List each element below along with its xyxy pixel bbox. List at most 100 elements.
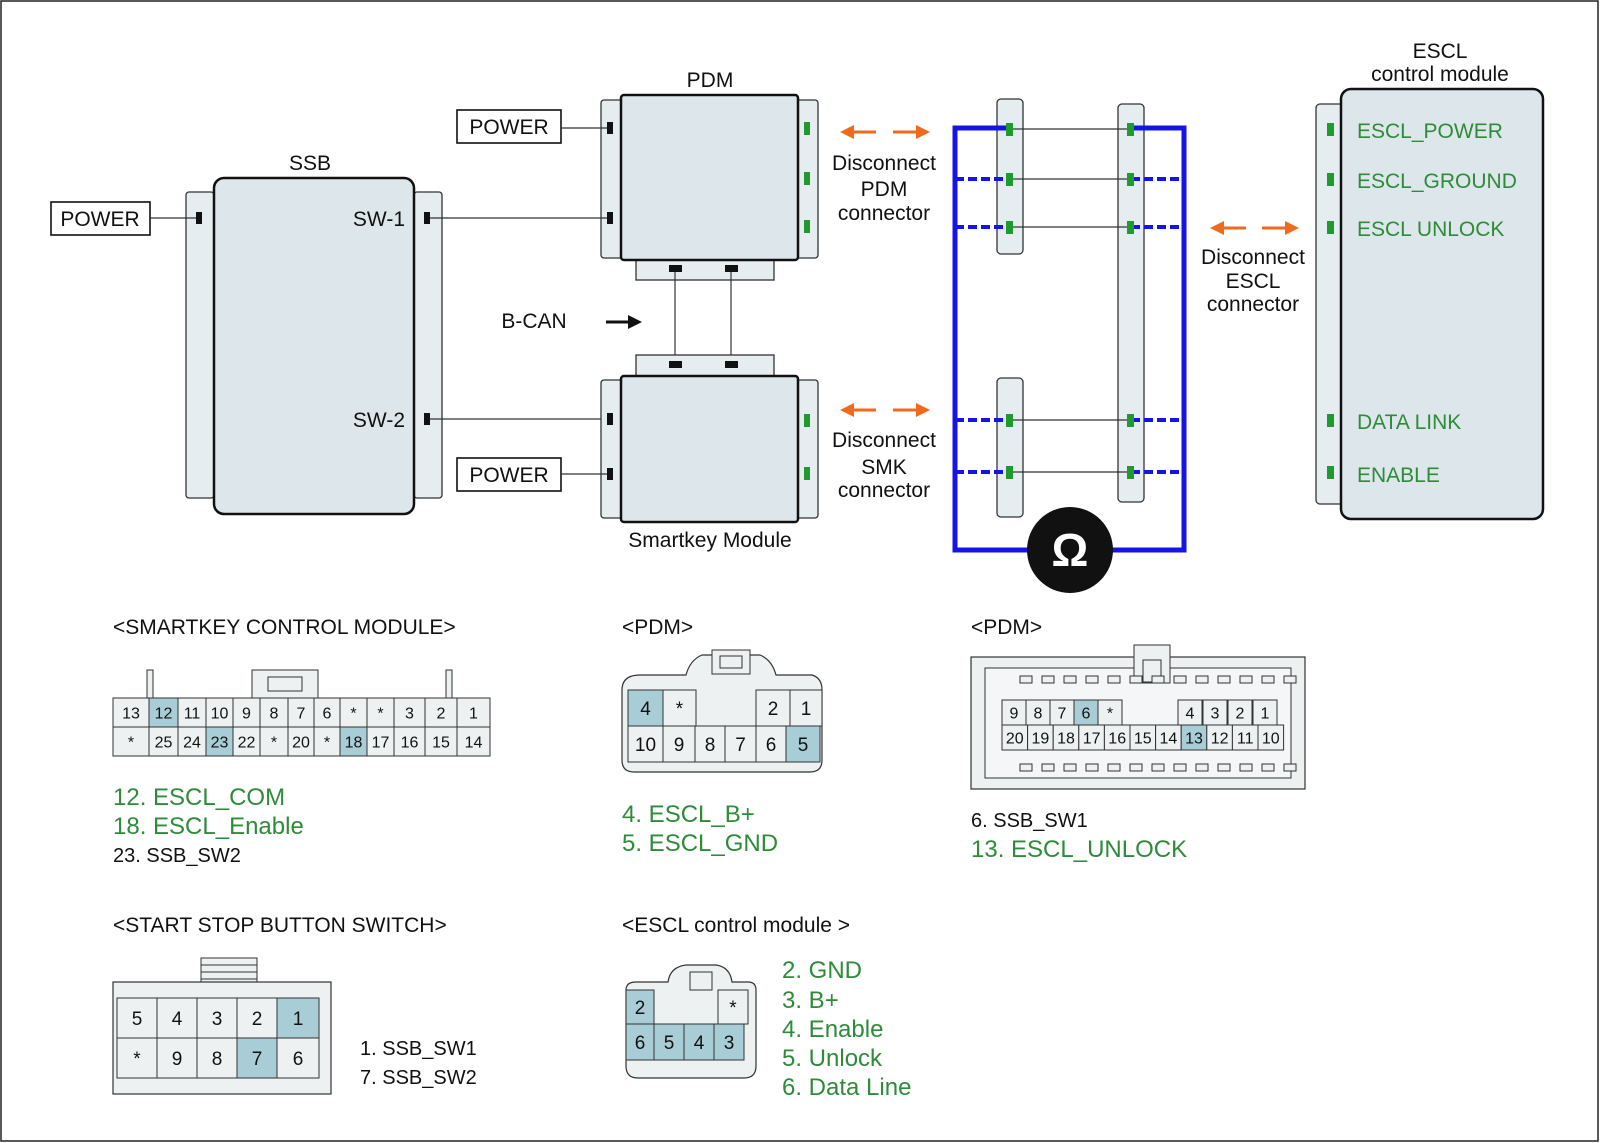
escl-pin-number: 6 — [635, 1033, 646, 1054]
pdm-power-pin — [607, 122, 613, 134]
disconnect-pdm-line2: PDM — [861, 178, 908, 201]
smk-pin-number: 24 — [183, 734, 201, 751]
escl-pin-label-5: ENABLE — [1357, 464, 1440, 487]
pdm2-tooth — [1173, 763, 1187, 772]
pdm2-pin-number: 3 — [1211, 705, 1220, 722]
escl-pin-cell — [713, 1023, 745, 1061]
ssb-pin-number: 3 — [212, 1009, 223, 1030]
pdm-module: PDM — [600, 69, 819, 281]
escl-pin-cell — [625, 989, 655, 1025]
pdm2-pin-number: 16 — [1108, 730, 1126, 747]
ssb-pin-cell — [276, 1037, 320, 1079]
pdm2-pin-number: 4 — [1186, 705, 1195, 722]
smk-pin-number: 7 — [297, 705, 306, 722]
ssb-pin-cell — [116, 997, 158, 1039]
pdm2-pin-cell — [1252, 699, 1278, 726]
power-label-pdm: POWER — [469, 116, 548, 139]
disconnect-smk-arrows — [840, 403, 930, 417]
disconnect-smk-line3: connector — [838, 479, 930, 502]
ssb-power-pin — [196, 212, 202, 224]
sw1-label: SW-1 — [353, 208, 405, 231]
smk-pin-number: 17 — [372, 734, 390, 751]
smk-pin-number: 9 — [242, 705, 251, 722]
pdm2-pin-cell — [1027, 724, 1054, 751]
ssb-pin-number: 8 — [212, 1049, 223, 1070]
pdm2-pin-number: 7 — [1058, 705, 1067, 722]
pdm1-legend-1: 4. ESCL_B+ — [622, 801, 755, 828]
ssb-body — [212, 176, 416, 516]
smk-body — [619, 374, 800, 524]
pdm2-pin-number: 9 — [1010, 705, 1019, 722]
ssb-pin-number: 6 — [293, 1049, 304, 1070]
ssb-sw2-pin — [424, 413, 430, 425]
disconnect-smk-line2: SMK — [861, 456, 907, 479]
pdm2-legend-2: 13. ESCL_UNLOCK — [971, 836, 1187, 863]
pdm2-tooth — [1261, 763, 1275, 772]
pdm2-tooth — [1063, 675, 1077, 684]
pdm-out-pin-2 — [804, 172, 810, 185]
meter-probe-loop — [952, 125, 1187, 553]
smk-pin-number: 10 — [211, 705, 229, 722]
smk-pin-cell — [424, 697, 458, 728]
smk-can-pin-2 — [725, 361, 738, 368]
pdm2-pin-number: 14 — [1160, 730, 1178, 747]
ssb-right-strip — [413, 191, 443, 499]
escl-pin-label-3: ESCL UNLOCK — [1357, 218, 1504, 241]
smk-legend-2: 18. ESCL_Enable — [113, 813, 304, 840]
ssb-module: SSB SW-1 SW-2 — [185, 152, 443, 516]
escl-legend-1: 2. GND — [782, 957, 862, 984]
ohmmeter-icon: Ω — [1027, 507, 1113, 593]
ssb-pin-cell — [196, 997, 238, 1039]
smk-pin-cell — [287, 726, 315, 757]
pdm2-pin-cell — [1202, 699, 1228, 726]
smk-pin-cell — [112, 697, 150, 728]
pdm1-legend-2: 5. ESCL_GND — [622, 830, 778, 857]
disconnect-smk-line1: Disconnect — [832, 429, 936, 452]
ssb-pin-number: * — [133, 1049, 141, 1070]
disconnect-pdm-line3: connector — [838, 202, 930, 225]
bcan-arrow — [606, 315, 642, 329]
pdm2-tooth — [1283, 675, 1297, 684]
smk-pin-cell — [232, 726, 261, 757]
pdm1-conn-title: <PDM> — [622, 616, 693, 639]
escl-legend-4: 5. Unlock — [782, 1045, 883, 1072]
smk-pin-cell — [366, 726, 395, 757]
smk-pin-number: 11 — [184, 705, 201, 722]
smk-legend-1: 12. ESCL_COM — [113, 784, 285, 811]
ssb-pin-number: 1 — [293, 1009, 304, 1030]
smk-conn-title: <SMARTKEY CONTROL MODULE> — [113, 616, 456, 639]
pdm2-pin-number: 19 — [1032, 730, 1050, 747]
smk-pin-cell — [424, 726, 458, 757]
smk-pin-cell — [177, 726, 207, 757]
smk-pin-number: 14 — [465, 734, 483, 751]
escl-title-line2: control module — [1371, 63, 1509, 86]
escl-harness-connector — [1117, 103, 1145, 503]
ssb-pin-cell — [116, 1037, 158, 1079]
pdm2-tooth — [1041, 675, 1055, 684]
smk-pin-number: * — [377, 705, 383, 722]
power-box-smk: POWER — [456, 457, 607, 492]
smk-pin-number: 16 — [401, 734, 419, 751]
escl-pin-number: 5 — [664, 1033, 675, 1054]
ssb-pin-cell — [156, 997, 198, 1039]
pdm2-pin-cell — [1177, 699, 1203, 726]
bcan-label: B-CAN — [501, 310, 566, 333]
pdm2-pin-number: 20 — [1006, 730, 1024, 747]
escl-pin-number: 2 — [635, 998, 646, 1019]
pdm1-pin-cell — [785, 725, 821, 763]
pdm2-tooth — [1239, 675, 1253, 684]
pdm2-pin-cell — [1206, 724, 1233, 751]
escl-pin-cell — [683, 1023, 715, 1061]
pdm2-pin-cell — [1078, 724, 1105, 751]
ssb-pin-cell — [236, 1037, 278, 1079]
escl-module: ESCL control module ESCL_POWER ESCL_GROU… — [1315, 40, 1545, 521]
pdm2-tooth — [1019, 675, 1033, 684]
ssb-pin-cell — [236, 997, 278, 1039]
ohm-symbol: Ω — [1052, 524, 1089, 576]
power-box-pdm: POWER — [456, 109, 607, 144]
pdm1-pin-cell — [662, 725, 696, 763]
smk-pin-number: * — [271, 734, 277, 751]
